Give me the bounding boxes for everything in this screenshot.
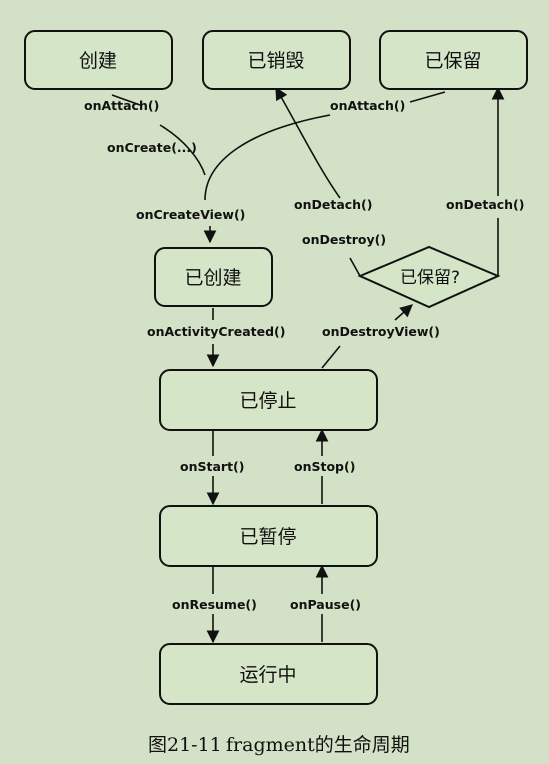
edge-decision-to-destroyed bbox=[276, 88, 361, 277]
label-on-attach-right: onAttach() bbox=[330, 98, 405, 113]
label-on-create-view: onCreateView() bbox=[136, 207, 245, 222]
caption-figure-number: 图21-11 bbox=[148, 734, 222, 756]
label-on-stop: onStop() bbox=[294, 459, 355, 474]
node-created: 创建 bbox=[24, 30, 173, 90]
node-retained-decision: 已保留? bbox=[357, 245, 501, 309]
node-retained-label: 已保留 bbox=[424, 50, 481, 72]
node-stopped: 已停止 bbox=[159, 369, 378, 431]
edge-labels: onAttach() onCreate(...) onAttach() onCr… bbox=[84, 98, 525, 612]
label-on-start: onStart() bbox=[180, 459, 244, 474]
label-on-attach-left: onAttach() bbox=[84, 98, 159, 113]
node-paused: 已暂停 bbox=[159, 505, 378, 567]
node-view-created: 已创建 bbox=[154, 247, 273, 307]
node-retained-decision-label: 已保留? bbox=[400, 268, 460, 288]
label-on-destroy: onDestroy() bbox=[302, 232, 386, 247]
node-retained: 已保留 bbox=[379, 30, 528, 90]
label-on-resume: onResume() bbox=[172, 597, 257, 612]
label-on-create: onCreate(...) bbox=[107, 140, 197, 155]
label-on-pause: onPause() bbox=[290, 597, 361, 612]
figure-caption: 图21-11 fragment的生命周期 bbox=[148, 734, 410, 756]
edge-created-to-create-view bbox=[111, 94, 206, 176]
node-paused-label: 已暂停 bbox=[239, 526, 296, 548]
edge-stopped-to-decision bbox=[321, 305, 412, 369]
node-destroyed-label: 已销毁 bbox=[247, 50, 304, 72]
node-running: 运行中 bbox=[159, 643, 378, 705]
label-on-destroy-view: onDestroyView() bbox=[322, 324, 440, 339]
node-created-label: 创建 bbox=[79, 50, 117, 72]
node-destroyed: 已销毁 bbox=[202, 30, 351, 90]
node-running-label: 运行中 bbox=[239, 664, 296, 686]
edge-retained-to-create-view bbox=[204, 91, 446, 201]
label-on-activity-created: onActivityCreated() bbox=[147, 324, 285, 339]
label-on-detach-mid: onDetach() bbox=[294, 197, 373, 212]
label-on-detach-right: onDetach() bbox=[446, 197, 525, 212]
edges bbox=[111, 88, 498, 642]
node-view-created-label: 已创建 bbox=[184, 267, 241, 289]
caption-title: fragment的生命周期 bbox=[226, 734, 410, 756]
node-stopped-label: 已停止 bbox=[239, 390, 296, 412]
